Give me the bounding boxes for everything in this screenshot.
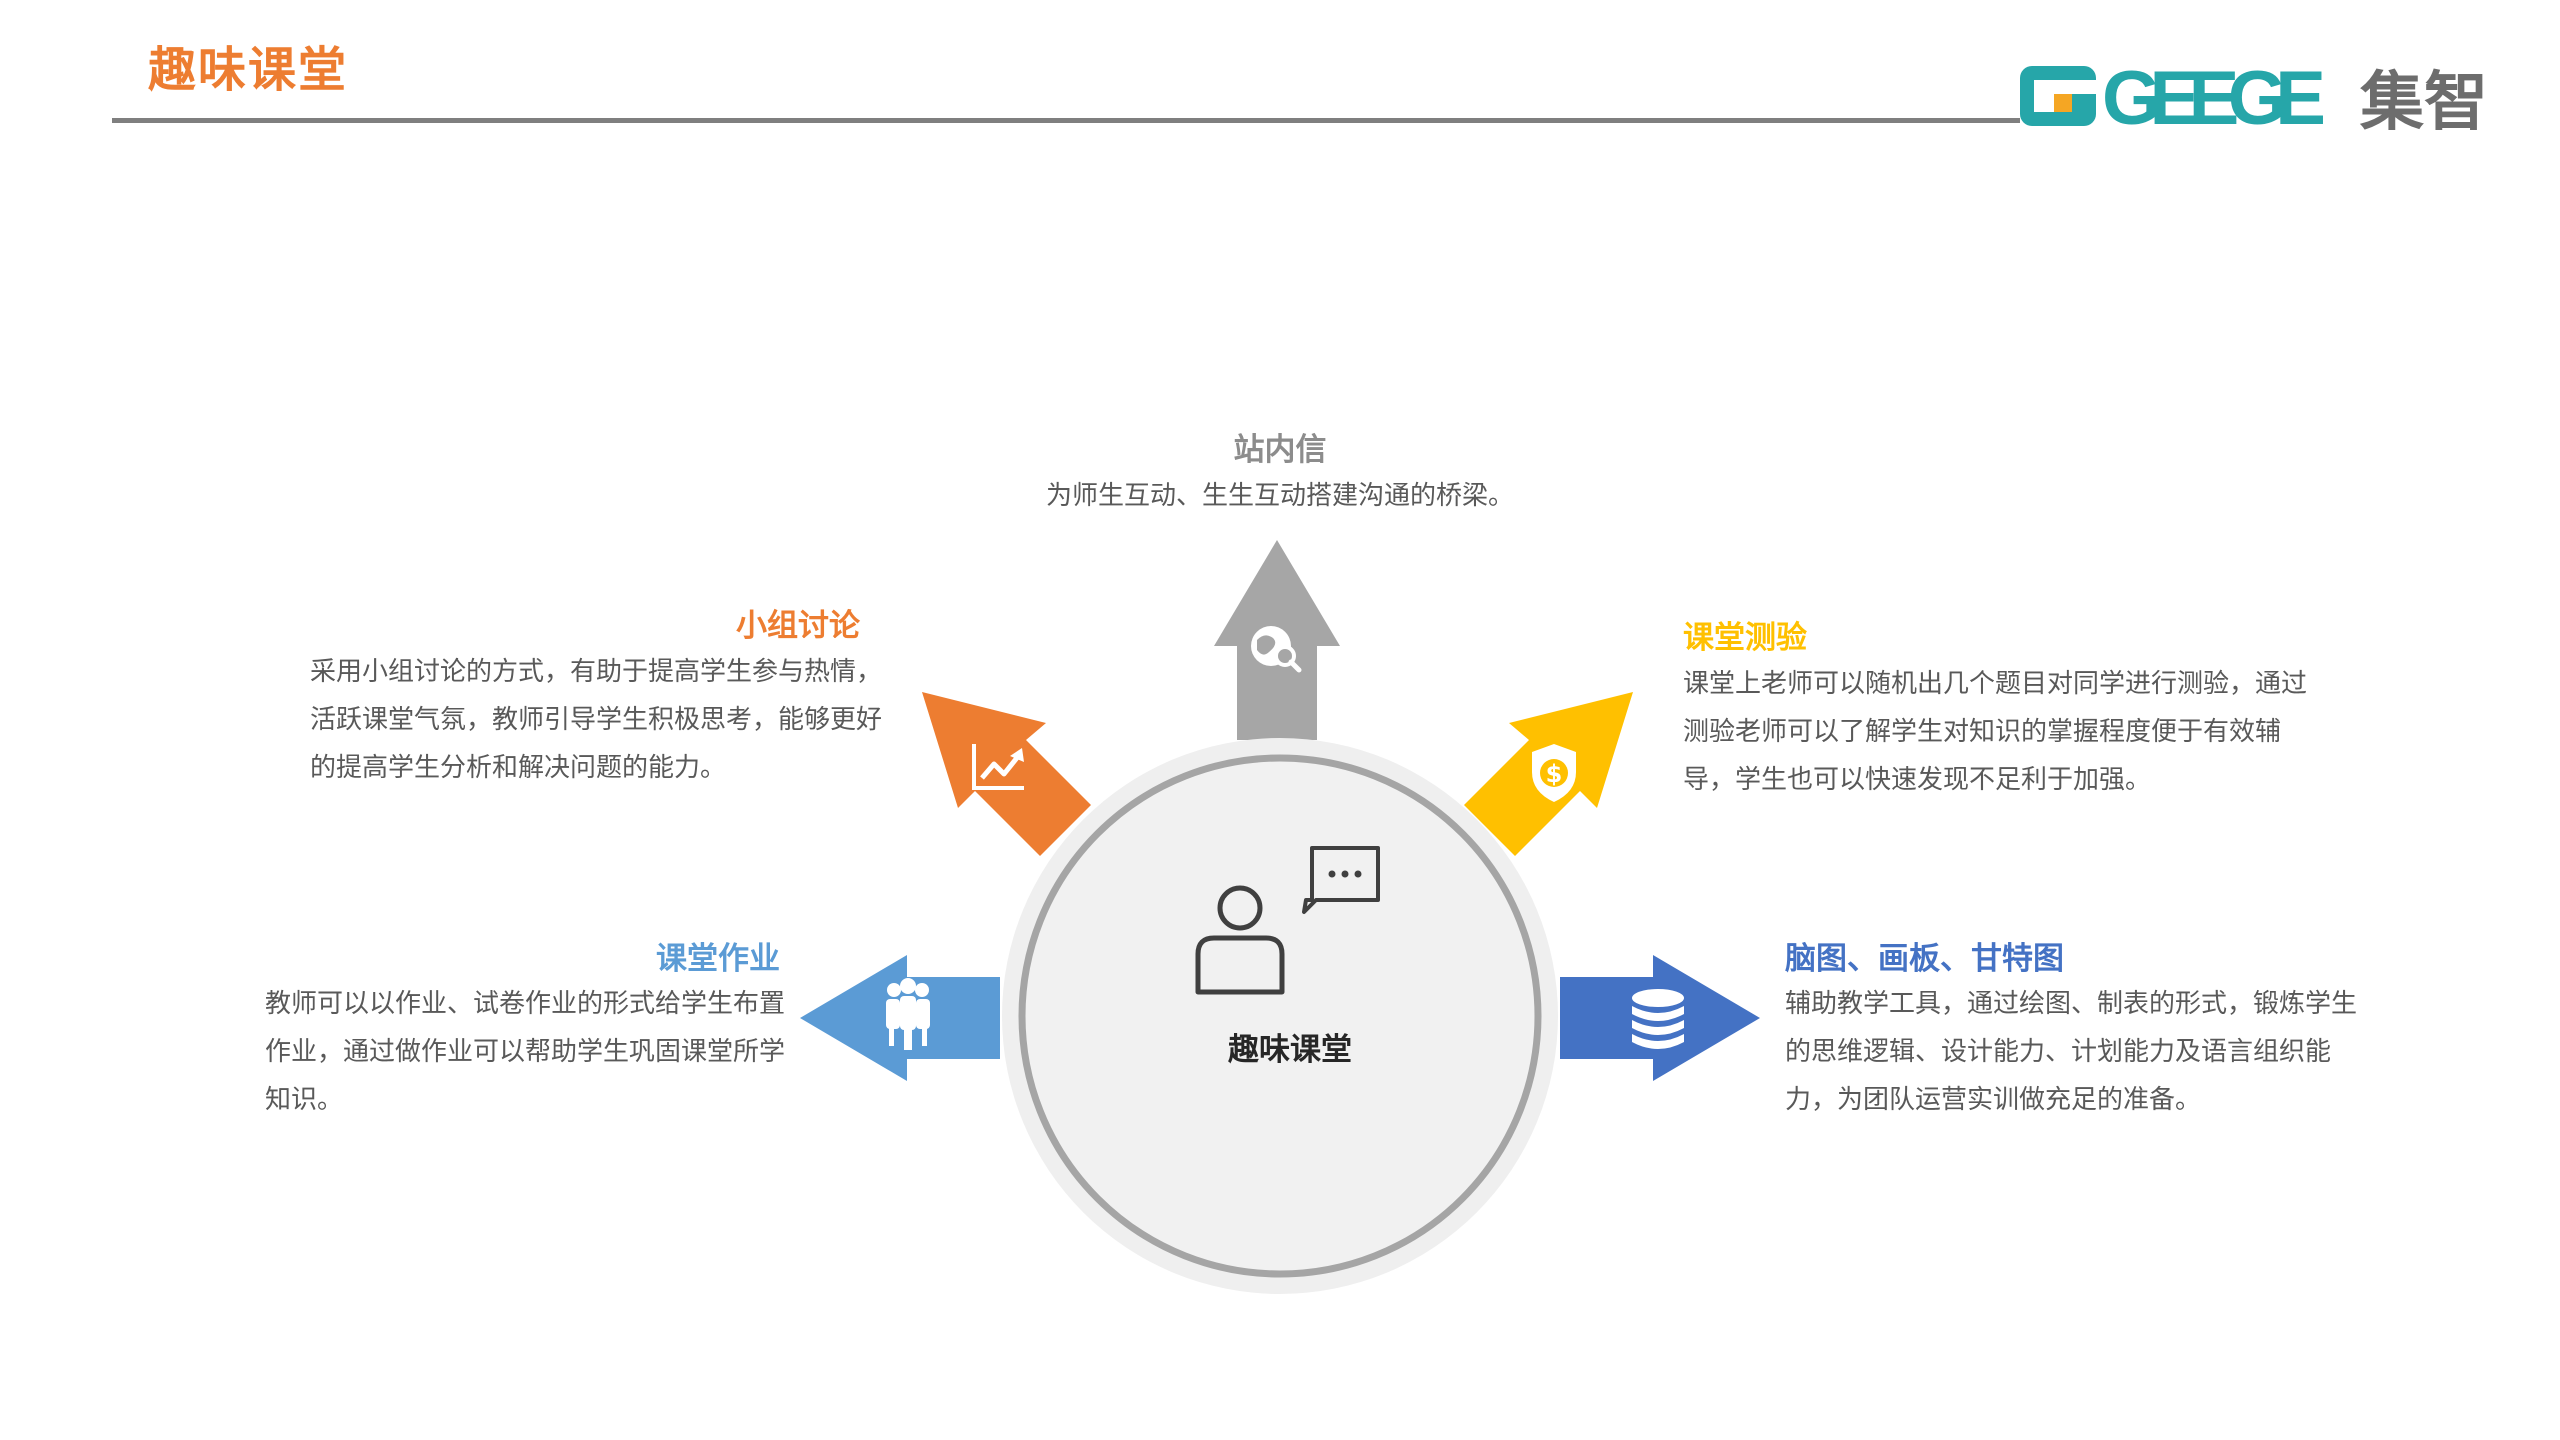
section-desc-left-up: 采用小组讨论的方式，有助于提高学生参与热情，活跃课堂气氛，教师引导学生积极思考，… (310, 657, 883, 783)
people-group-icon (886, 978, 930, 1050)
coin-stack-icon (1632, 989, 1684, 1049)
section-title-right-up: 课堂测验 (1683, 620, 1807, 656)
section-desc-right-up: 课堂上老师可以随机出几个题目对同学进行测验，通过测验老师可以了解学生对知识的掌握… (1683, 669, 2308, 795)
section-title-left-up: 小组讨论 (736, 608, 860, 644)
svg-text:$: $ (1546, 760, 1563, 788)
section-desc-right-down: 辅助教学工具，通过绘图、制表的形式，锻炼学生的思维逻辑、设计能力、计划能力及语言… (1785, 989, 2358, 1115)
person-chat-icon (1195, 846, 1380, 995)
section-desc-left-down: 教师可以以作业、试卷作业的形式给学生布置作业，通过做作业可以帮助学生巩固课堂所学… (265, 989, 786, 1115)
page-title: 趣味课堂 (148, 42, 349, 98)
globe-search-icon (1251, 626, 1302, 673)
trend-chart-icon (972, 744, 1024, 790)
logo-cn: 集智 (2359, 66, 2488, 130)
logo-text: GEEGE (2102, 60, 2332, 130)
header-rule (112, 118, 2020, 123)
section-title-right-down: 脑图、画板、甘特图 (1785, 941, 2064, 977)
center-label: 趣味课堂 (1228, 1032, 1352, 1068)
geege-logo: GEEGE 集智 (2020, 60, 2488, 130)
section-title-left-down: 课堂作业 (656, 941, 780, 977)
section-desc-top: 为师生互动、生生互动搭建沟通的桥梁。 (1045, 481, 1514, 511)
dollar-shield-icon: $ (1532, 744, 1576, 802)
center-hub (1002, 738, 1558, 1294)
section-title-top: 站内信 (1233, 432, 1327, 468)
